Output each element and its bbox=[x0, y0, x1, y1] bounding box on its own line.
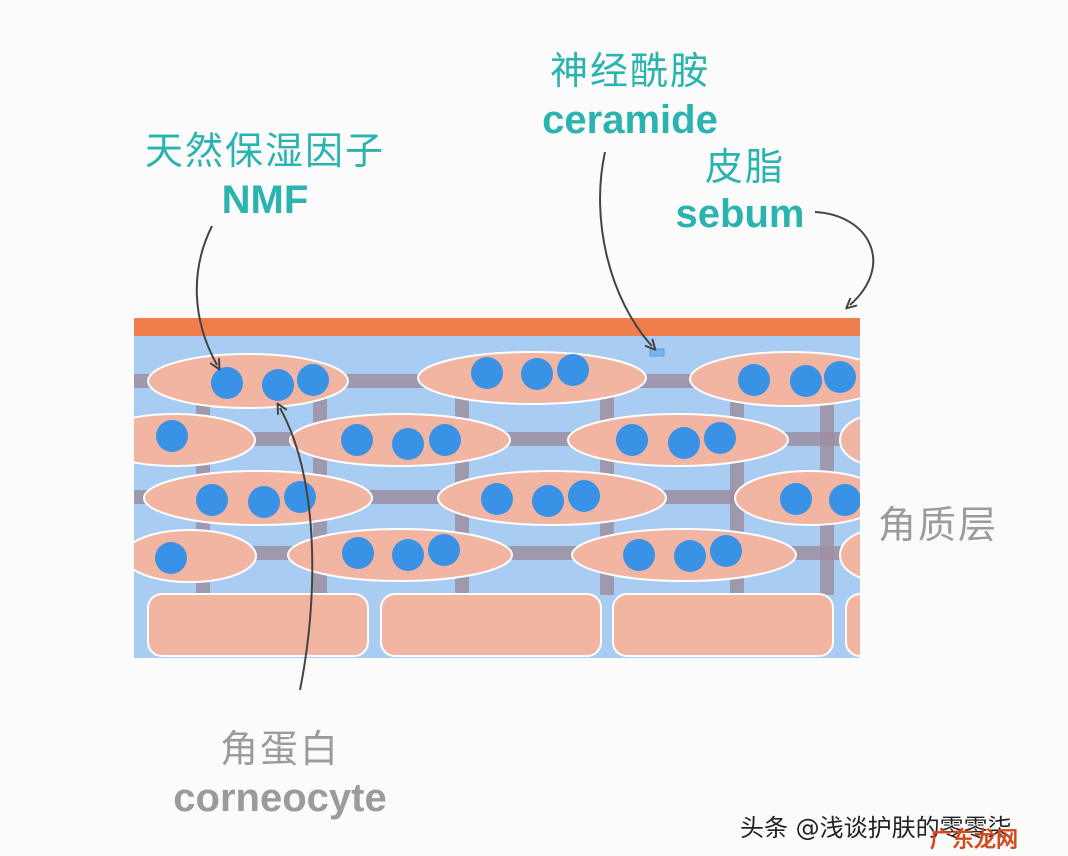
sebum-layer bbox=[134, 318, 860, 336]
nmf-label-zh: 天然保湿因子 bbox=[144, 129, 385, 173]
nmf-dot bbox=[790, 365, 822, 397]
nmf-dot bbox=[521, 358, 553, 390]
corneocyte bbox=[134, 529, 257, 583]
stratum-corneum bbox=[134, 351, 860, 657]
nmf-dot bbox=[568, 480, 600, 512]
bottom-cell bbox=[147, 593, 369, 657]
nmf-label-en: NMF bbox=[221, 178, 309, 222]
watermark-overlay: 广东龙网 bbox=[930, 828, 1019, 853]
ceramide-marker bbox=[649, 348, 665, 357]
nmf-dot bbox=[342, 537, 374, 569]
nmf-dot bbox=[780, 483, 812, 515]
nmf-dot bbox=[824, 361, 856, 393]
nmf-dot bbox=[623, 539, 655, 571]
nmf-dot bbox=[262, 369, 294, 401]
nmf-dot bbox=[668, 427, 700, 459]
corneocyte-arrow bbox=[280, 408, 314, 691]
bottom-cell bbox=[612, 593, 834, 657]
ceramide-label-en: ceramide bbox=[542, 98, 718, 142]
corneocyte-label-zh: 角蛋白 bbox=[219, 727, 340, 771]
corneocyte-label-en: corneocyte bbox=[173, 776, 387, 820]
corneocyte bbox=[839, 531, 860, 579]
sebum-label-en: sebum bbox=[675, 192, 805, 236]
nmf-dot bbox=[738, 364, 770, 396]
nmf-dots bbox=[155, 354, 860, 574]
ceramide-label-zh: 神经酰胺 bbox=[549, 49, 710, 93]
sebum-label-zh: 皮脂 bbox=[704, 145, 785, 189]
nmf-dot bbox=[829, 484, 860, 516]
nmf-arrow bbox=[195, 225, 217, 365]
nmf-dot bbox=[557, 354, 589, 386]
nmf-dot bbox=[429, 424, 461, 456]
nmf-dot bbox=[616, 424, 648, 456]
corneocyte bbox=[689, 351, 860, 407]
annotation-arrows bbox=[195, 151, 875, 691]
nmf-dot bbox=[710, 535, 742, 567]
nmf-dot bbox=[156, 420, 188, 452]
corneocyte bbox=[839, 416, 860, 464]
nmf-dot bbox=[341, 424, 373, 456]
nmf-dot bbox=[481, 483, 513, 515]
nmf-dot bbox=[428, 534, 460, 566]
stratum-corneum-label: 角质层 bbox=[877, 503, 998, 547]
nmf-dot bbox=[155, 542, 187, 574]
ceramide-arrow bbox=[599, 151, 652, 346]
nmf-dot bbox=[532, 485, 564, 517]
corneocyte bbox=[147, 353, 349, 409]
corneocyte-row-1 bbox=[147, 351, 860, 409]
bottom-cell bbox=[845, 593, 860, 657]
nmf-dot bbox=[704, 422, 736, 454]
watermark-text: 头条 @浅谈护肤的零零柒 bbox=[740, 814, 1012, 842]
nmf-dot bbox=[196, 484, 228, 516]
nmf-dot bbox=[211, 367, 243, 399]
sebum-arrow bbox=[814, 211, 875, 305]
nmf-dot bbox=[248, 486, 280, 518]
nmf-dot bbox=[392, 539, 424, 571]
nmf-dot bbox=[392, 428, 424, 460]
nmf-dot bbox=[284, 481, 316, 513]
nmf-dot bbox=[471, 357, 503, 389]
nmf-dot bbox=[674, 540, 706, 572]
nmf-dot bbox=[297, 364, 329, 396]
bottom-cell bbox=[380, 593, 602, 657]
bottom-cells bbox=[147, 593, 860, 657]
